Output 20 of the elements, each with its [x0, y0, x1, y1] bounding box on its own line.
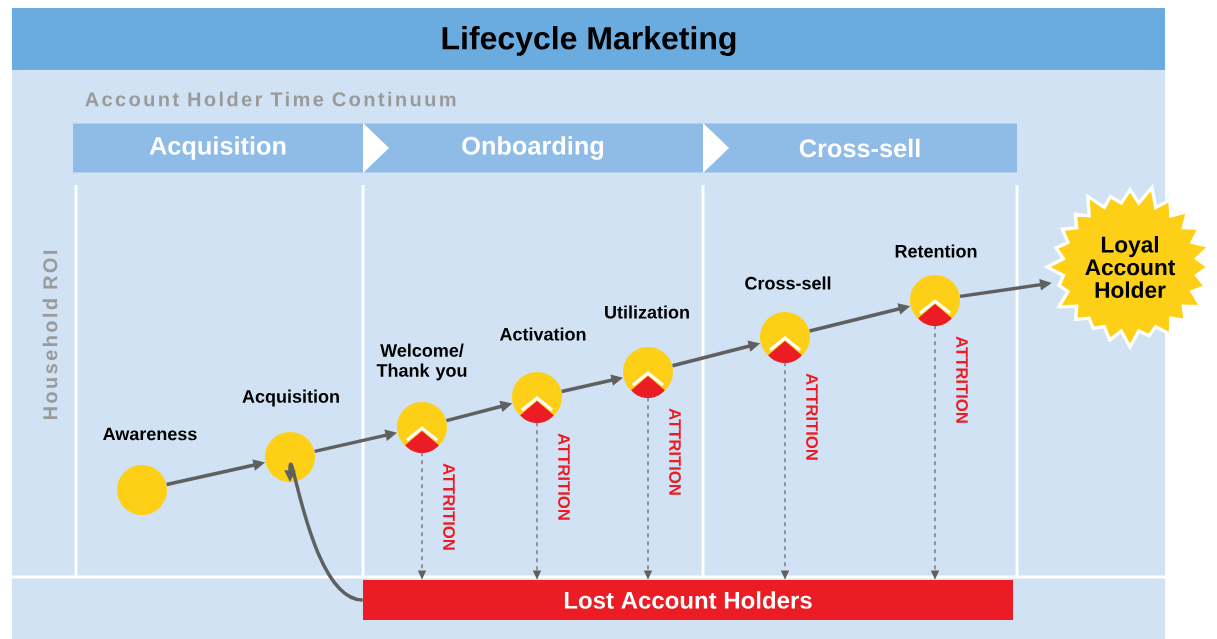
loss-bar: Lost Account Holders — [363, 580, 1013, 620]
stage-label: Cross-sell — [745, 276, 831, 290]
edge-label: ATTRITION — [806, 373, 818, 460]
edge-label: ATTRITION — [558, 433, 570, 520]
stage-label: Acquisition — [242, 389, 339, 407]
starburst: Loyal Account Holder — [1043, 183, 1214, 351]
edge-label: ATTRITION — [669, 408, 681, 495]
phase-band: Onboarding — [363, 123, 703, 173]
stage-label: Awareness — [103, 427, 197, 441]
phase-band: Acquisition — [73, 123, 363, 173]
edge-label: ATTRITION — [443, 463, 455, 550]
stage-label: Activation — [499, 327, 586, 341]
stage-label: Utilization — [605, 305, 689, 319]
stage-label: Welcome/ Thank you — [376, 343, 467, 381]
time-axis-label: Account Holder Time Continuum — [85, 91, 456, 107]
stage-label: Retention — [895, 244, 977, 258]
edge-label: ATTRITION — [956, 336, 968, 423]
roi-axis-label: Household ROI — [42, 250, 58, 420]
title: Lifecycle Marketing — [442, 26, 736, 56]
phase-band: Cross-sell — [703, 123, 1017, 173]
